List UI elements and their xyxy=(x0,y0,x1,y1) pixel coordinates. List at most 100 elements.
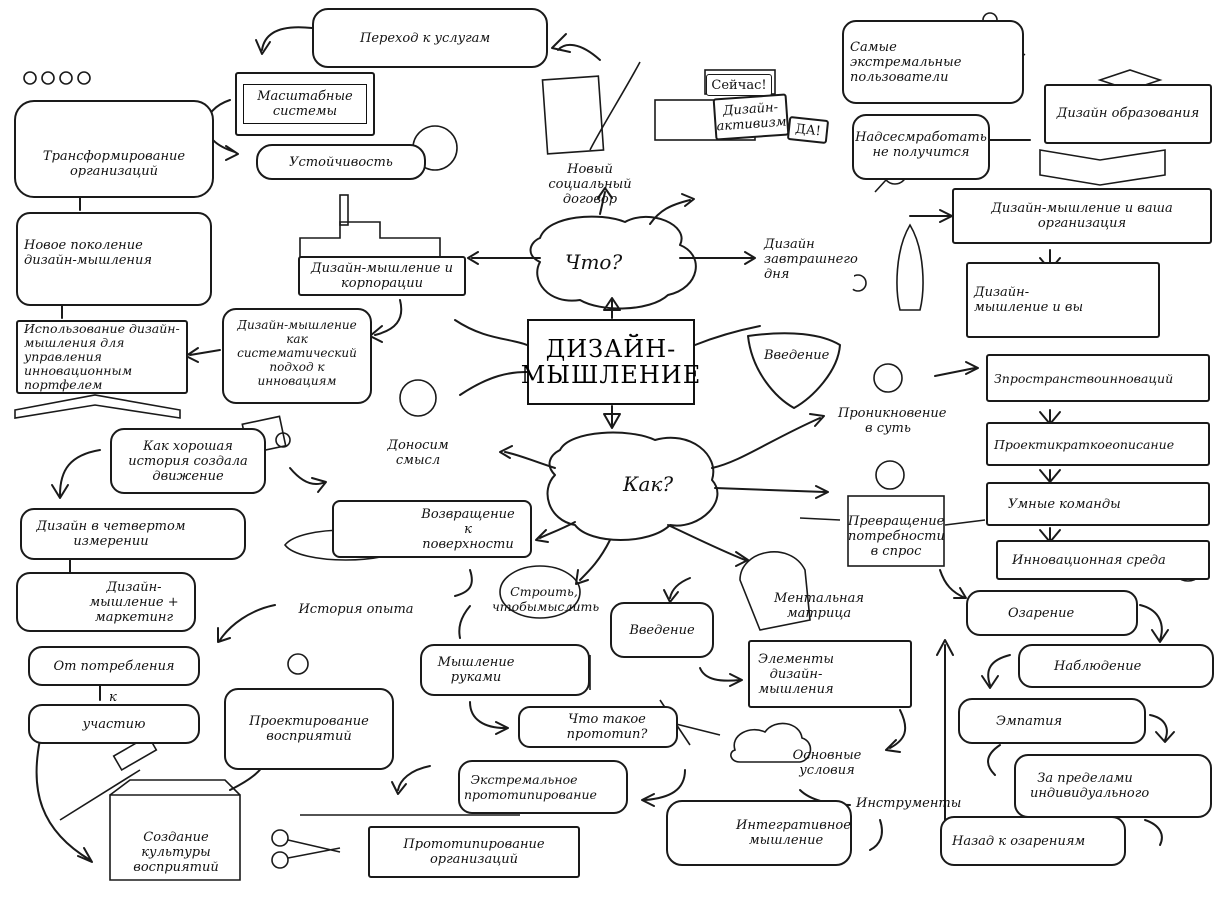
node-extreme-proto-label: Экстремальное прототипирование xyxy=(464,772,597,802)
node-and-you[interactable]: Дизайн-мышление и вы xyxy=(966,262,1160,338)
astronaut-icon xyxy=(842,270,882,330)
heart-icon xyxy=(1100,702,1140,742)
node-hands-label: Мышление руками xyxy=(437,655,515,685)
node-your-org-label: Дизайн-мышление и ваша организация xyxy=(991,201,1173,231)
node-portfolio[interactable]: Использование дизайн-мышления для управл… xyxy=(16,320,188,394)
to-label: к xyxy=(109,690,117,705)
node-new-generation[interactable]: Новое поколение дизайн-мышления xyxy=(16,212,212,306)
magnifier-icon xyxy=(872,158,908,194)
node-systematic-label: Дизайн-мышление как систематический подх… xyxy=(237,318,357,388)
node-education[interactable]: Дизайн образования xyxy=(1044,84,1212,144)
node-overwork[interactable]: Надсесмработать не получится xyxy=(852,114,990,180)
venn-circles-icon xyxy=(1160,358,1202,398)
scissors-icon xyxy=(262,822,344,870)
node-transition-services[interactable]: Переход к услугам xyxy=(312,8,548,68)
node-meaning[interactable]: Доносим смысл xyxy=(387,438,449,468)
node-story[interactable]: Как хорошая история создала движение xyxy=(110,428,266,494)
node-matrix[interactable]: Ментальная матрица xyxy=(770,584,868,628)
node-participation[interactable]: участию xyxy=(28,704,200,744)
node-portfolio-label: Использование дизайн-мышления для управл… xyxy=(24,321,180,392)
node-integrative-label: Интегративное мышление xyxy=(736,818,851,848)
node-your-org[interactable]: Дизайн-мышление и ваша организация xyxy=(952,188,1212,244)
node-extreme-users[interactable]: Самые экстремальные пользователи xyxy=(842,20,1024,104)
fruit-basket-icon xyxy=(22,582,92,628)
node-overwork-label: Надсесмработать не получится xyxy=(855,130,987,160)
node-systematic[interactable]: Дизайн-мышление как систематический подх… xyxy=(222,308,372,404)
open-book-icon xyxy=(12,388,182,420)
node-experience-label: История опыта xyxy=(298,601,414,617)
node-empathy[interactable]: Эмпатия xyxy=(958,698,1146,744)
submarine-icon xyxy=(266,490,416,566)
what-hub[interactable]: Что? xyxy=(565,250,623,274)
node-back-label: Назад к озарениям xyxy=(952,833,1086,849)
node-beyond[interactable]: За пределами индивидуального xyxy=(1014,754,1212,818)
intro-shield-shape xyxy=(747,332,841,409)
sign-activism: Дизайн-активизм xyxy=(712,93,790,141)
node-corporations[interactable]: Дизайн-мышление и корпорации xyxy=(298,256,466,296)
sign-activism-label: Дизайн-активизм xyxy=(716,100,787,135)
node-hands[interactable]: Мышление руками xyxy=(420,644,590,696)
brain-icon xyxy=(498,566,582,620)
node-fourth-dim[interactable]: Дизайн в четвертом измерении xyxy=(20,508,246,560)
node-proto-org-label: Прототипирование организаций xyxy=(403,837,545,867)
node-perception-design[interactable]: Проектирование восприятий xyxy=(224,688,394,770)
node-teams[interactable]: Умные команды xyxy=(986,482,1210,526)
node-new-contract[interactable]: Новый социальный договор xyxy=(548,162,632,207)
node-experience[interactable]: История опыта xyxy=(276,592,436,626)
node-scale-systems[interactable]: Масштабные системы xyxy=(235,72,375,136)
quill-pen-icon xyxy=(545,60,645,160)
intro-shield-label[interactable]: Введение xyxy=(764,348,830,363)
node-sustainability[interactable]: Устойчивость xyxy=(256,144,426,180)
node-tools[interactable]: Инструменты xyxy=(856,796,962,811)
pressure-gauge-icon xyxy=(874,460,906,492)
graduation-cap-icon xyxy=(1098,65,1164,95)
node-elements-label: Элементы дизайн-мышления xyxy=(758,651,834,697)
node-insight[interactable]: Озарение xyxy=(966,590,1138,636)
node-integrative[interactable]: Интегративное мышление xyxy=(666,800,852,866)
how-hub[interactable]: Как? xyxy=(623,472,674,496)
node-matrix-label: Ментальная матрица xyxy=(774,591,864,621)
node-extreme-proto[interactable]: Экстремальное прототипирование xyxy=(458,760,628,814)
node-sustainability-label: Устойчивость xyxy=(289,154,393,170)
people-row-icon xyxy=(1132,498,1208,526)
node-transform-org[interactable]: Трансформирование организаций xyxy=(14,100,214,198)
node-prototype-label: Что такое прототип? xyxy=(566,712,648,742)
node-brief[interactable]: Проектикраткоеописание xyxy=(986,422,1210,466)
factory-icon xyxy=(298,190,448,260)
node-tomorrow[interactable]: Дизайн завтрашнего дня xyxy=(758,228,858,290)
light-bulb-icon xyxy=(1092,824,1120,862)
node-culture[interactable]: Создание культуры восприятий xyxy=(133,830,219,875)
node-needs[interactable]: Превращение потребности в спрос xyxy=(848,514,945,559)
node-environment-label: Инновационная среда xyxy=(1012,552,1166,568)
node-marketing[interactable]: Дизайн-мышление + маркетинг xyxy=(16,572,196,632)
node-perception-design-label: Проектирование восприятий xyxy=(249,714,369,744)
node-beyond-label: За пределами индивидуального xyxy=(1030,771,1150,801)
node-consumption-label: От потребления xyxy=(53,658,175,674)
node-back[interactable]: Назад к озарениям xyxy=(940,816,1126,866)
node-space[interactable]: Зпространствоинноваций xyxy=(986,354,1210,402)
node-environment[interactable]: Инновационная среда xyxy=(996,540,1210,580)
smiling-face-icon xyxy=(396,376,440,420)
node-consumption[interactable]: От потребления xyxy=(28,646,200,686)
node-proto-org[interactable]: Прототипирование организаций xyxy=(368,826,580,878)
node-surface[interactable]: Возвращение к поверхности xyxy=(332,500,532,558)
rocket-icon xyxy=(890,222,930,312)
node-participation-label: участию xyxy=(82,716,146,732)
node-insight-core[interactable]: Проникновение в суть xyxy=(838,406,947,436)
node-observation[interactable]: Наблюдение xyxy=(1018,644,1214,688)
node-scale-systems-label: Масштабные системы xyxy=(243,84,367,124)
node-prototype[interactable]: Что такое прототип? xyxy=(518,706,678,748)
teacher-icon xyxy=(1110,285,1154,337)
sign-now-label: Сейчас! xyxy=(711,77,767,93)
node-conditions[interactable]: Основные условия xyxy=(792,748,862,778)
node-build-think[interactable]: Строить, чтобымыслить xyxy=(492,584,600,614)
node-intro[interactable]: Введение xyxy=(610,602,714,658)
film-camera-icon xyxy=(580,770,620,814)
node-tomorrow-label: Дизайн завтрашнего дня xyxy=(764,236,858,282)
node-brief-label: Проектикраткоеописание xyxy=(994,436,1175,452)
thumbs-up-hand-icon xyxy=(488,18,534,64)
center-title: ДИЗАЙН- МЫШЛЕНИЕ xyxy=(521,319,700,405)
node-elements[interactable]: Элементы дизайн-мышления xyxy=(748,640,912,708)
how-cloud xyxy=(546,431,719,541)
